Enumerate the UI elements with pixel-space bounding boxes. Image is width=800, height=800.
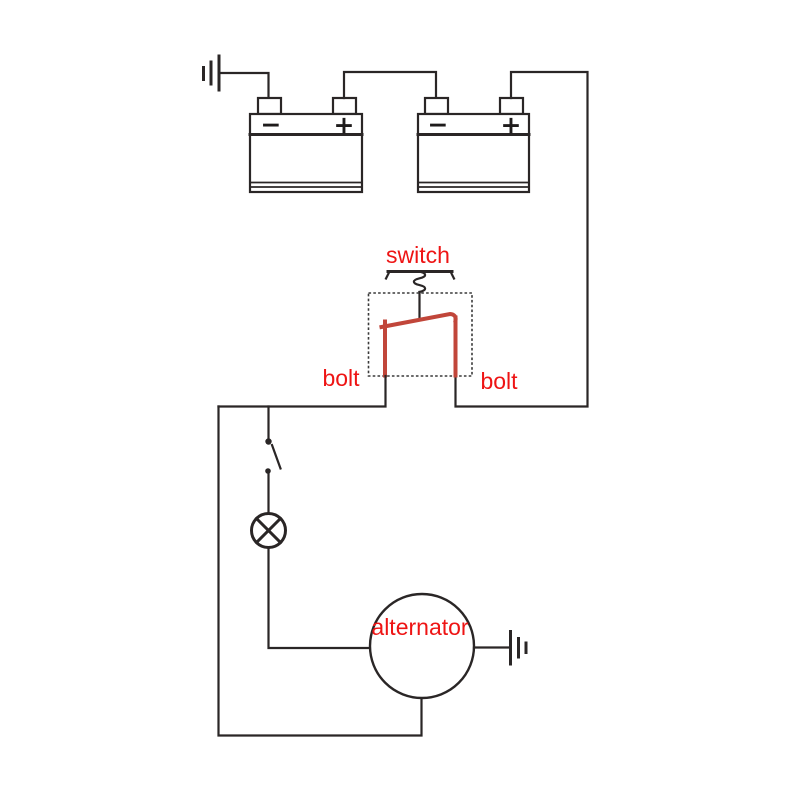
switch-contact-blade: [270, 443, 282, 470]
lamp-icon: [250, 512, 287, 549]
battery-1: − +: [248, 96, 364, 194]
wire-battery2-to-right-bolt: [454, 70, 589, 408]
bolt-left-label: bolt: [322, 365, 360, 391]
isolator-dashed-box: [367, 292, 473, 377]
ground-icon-top-left: [202, 54, 221, 92]
bolt-right-label: bolt: [480, 368, 518, 394]
alternator: alternator: [368, 592, 476, 700]
battery1-minus-sign: −: [261, 110, 282, 139]
battery1-plus-sign: +: [334, 111, 355, 140]
battery2-body: [416, 112, 531, 194]
wire-battery1-to-battery2: [342, 70, 438, 100]
wire-left-rail-bottom: [217, 405, 423, 737]
switch-label: switch: [386, 242, 450, 268]
isolator-contact-blade: [379, 311, 458, 378]
switch-contact-icon: [265, 438, 282, 474]
relay-blade: [379, 311, 458, 330]
wire-ground-to-battery1-minus: [217, 71, 270, 100]
alternator-label: alternator: [371, 614, 469, 640]
battery-2: − +: [416, 96, 531, 194]
switch-lever-tick-left: [384, 270, 391, 280]
switch-contact-bottom-dot: [265, 468, 271, 474]
switch-lever-tick-right: [449, 270, 456, 280]
ground-icon-alternator: [509, 630, 528, 666]
battery1-body: [248, 112, 364, 194]
alternator-circle: [368, 592, 476, 700]
lamp-cross-2: [254, 516, 283, 545]
switch-contact-top-dot: [265, 438, 272, 445]
battery2-plus-sign: +: [501, 111, 522, 140]
wire-lamp-to-alternator: [267, 546, 373, 650]
battery2-minus-sign: −: [428, 110, 449, 139]
wire-left-bolt-down: [217, 374, 387, 408]
switch-lever: [384, 270, 456, 321]
switch-spring: [412, 270, 427, 294]
